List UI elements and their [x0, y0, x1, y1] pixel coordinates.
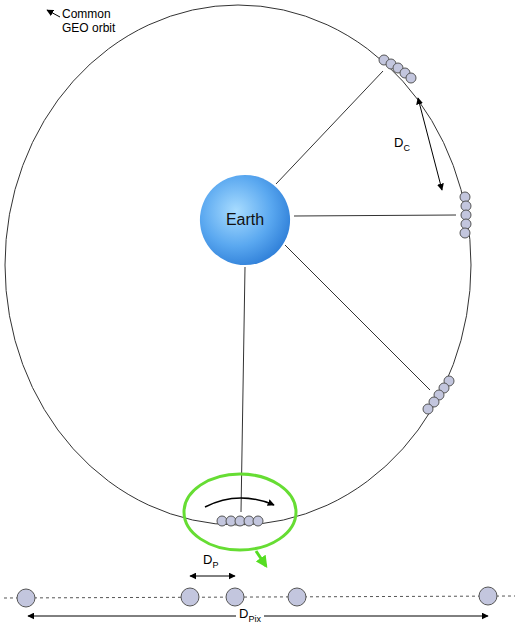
zoomed-satellites — [17, 587, 497, 607]
satellite-clusters — [217, 55, 471, 526]
earth-circle: Earth — [199, 174, 291, 266]
dimension-subscript: Pix — [248, 614, 264, 624]
leader-arrow — [47, 10, 60, 17]
dimension-subscript: C — [403, 143, 410, 153]
dimension-arrow — [418, 98, 442, 190]
dimension-subscript: P — [212, 560, 218, 570]
geo-orbit — [5, 5, 471, 525]
orbit-segment — [4, 596, 515, 598]
dimension-arrow — [190, 576, 235, 577]
node-label: Earth — [226, 211, 264, 229]
dimension-label: D — [394, 136, 403, 151]
radial-lines — [241, 71, 456, 512]
motion-arrow — [205, 498, 274, 507]
dimension-label: D — [236, 607, 248, 625]
orbit-label: Common GEO orbit — [62, 8, 134, 36]
dimension-label: D — [203, 553, 212, 568]
zoom-ellipse — [184, 474, 296, 550]
zoom-arrow — [256, 551, 266, 566]
